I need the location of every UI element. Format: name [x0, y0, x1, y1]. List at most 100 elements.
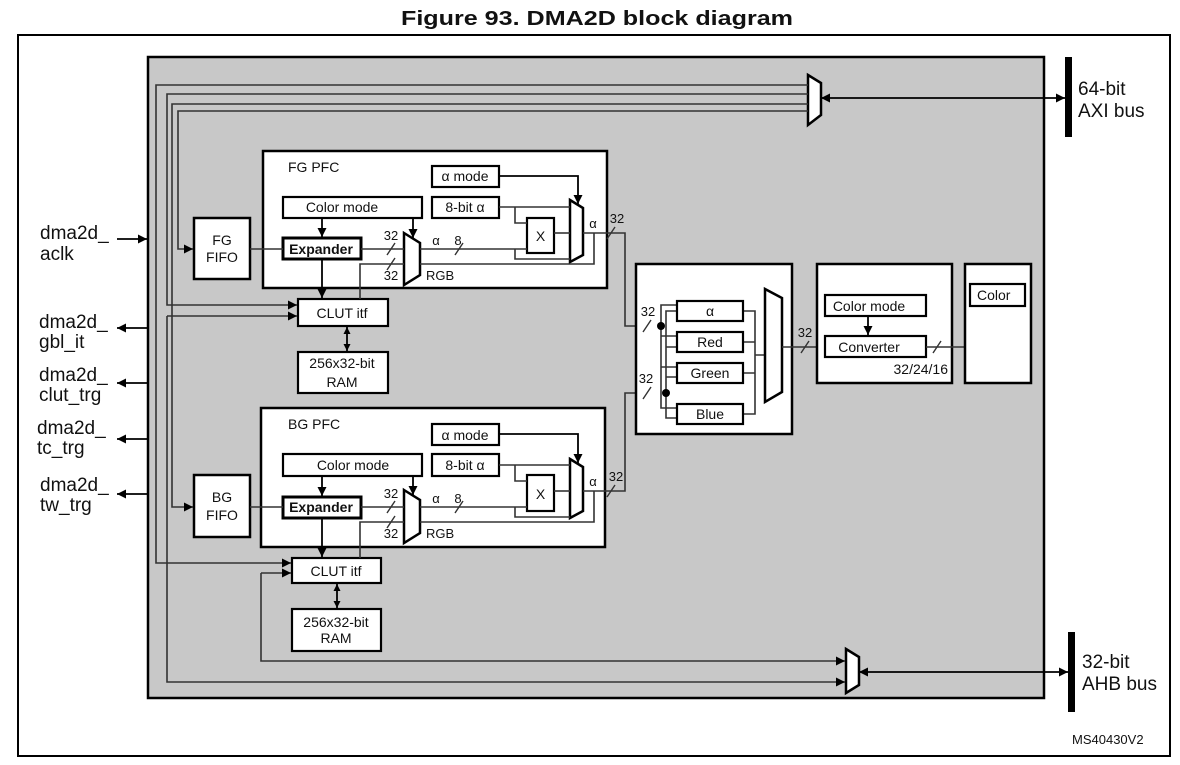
bus-slash-icon [454, 500, 464, 514]
ahb-mux [844, 646, 861, 696]
bg-color-mode-box [281, 452, 424, 478]
bg-out-width-label: 32 [609, 469, 623, 484]
blender-section: α Red Green Blue 32 32 32 [634, 262, 817, 436]
bg-rgb-mux [402, 487, 422, 546]
fg-out-width-label: 32 [610, 211, 624, 226]
signal-name: clut_trg [39, 385, 101, 406]
output-pfc-box [815, 262, 954, 385]
bus-slash-icon [386, 242, 396, 256]
bg-junction-dot [662, 389, 670, 397]
fg-rgb-mux [402, 230, 422, 288]
blender-green-box [675, 361, 745, 385]
blender-blue-box [675, 402, 745, 426]
blender-blue-label: Blue [696, 406, 724, 422]
ahb-bus-width-label: 32-bit [1082, 652, 1130, 673]
wire-bg-rgb-output [420, 491, 595, 523]
wire-axi-to-fg-clut [166, 93, 808, 310]
fg-expander-width-label: 32 [384, 228, 398, 243]
output-pfc-section: Color mode Converter 32/24/16 Color [815, 262, 1033, 385]
wire-fg-alpha-mode-to-alpha-mux [499, 175, 583, 204]
blender-mux [763, 286, 784, 405]
bus-slash-icon [642, 319, 652, 333]
bg-alpha-mode-label: α mode [441, 427, 488, 443]
converter-label: Converter [838, 339, 900, 355]
fg-multiplier-box [525, 216, 556, 255]
bg-fifo-box [192, 473, 252, 539]
signal-prefix: dma2d_ [40, 475, 109, 496]
bg-clut-ram-box [290, 607, 383, 653]
fg-color-mode-label: Color mode [306, 199, 379, 215]
bg-clut-width-label: 32 [384, 526, 398, 541]
bg-pfc-title: BG PFC [288, 416, 340, 432]
wire-fg-clut-to-ahb [166, 316, 845, 687]
output-color-label: Color [977, 287, 1011, 303]
signal-gbl-it: dma2d_ gbl_it [39, 312, 148, 353]
signal-name: aclk [40, 244, 74, 265]
fg-8bit-alpha-label: 8-bit α [445, 199, 484, 215]
signal-clut-trg: dma2d_ clut_trg [39, 365, 148, 406]
signal-prefix: dma2d_ [39, 365, 108, 386]
wire-bg-alpha-mode-to-alpha-mux [499, 433, 583, 463]
bus-slash-icon [454, 242, 464, 256]
blender-red-label: Red [697, 334, 723, 350]
axi-bus-bar [1065, 57, 1072, 137]
blender-red-box [675, 330, 745, 354]
output-color-mode-label: Color mode [833, 298, 906, 314]
bg-alpha-width-label: 8 [454, 491, 461, 506]
bus-slash-icon [606, 226, 616, 240]
bg-color-mode-label: Color mode [317, 457, 390, 473]
ahb-bus-name-label: AHB bus [1082, 674, 1157, 695]
bg-alpha-mux [568, 456, 585, 521]
bus-slash-icon [606, 484, 616, 498]
wire-fg-8bit-alpha-to-multiplier [514, 207, 527, 224]
bg-multiplier-label: X [536, 486, 546, 502]
fg-junction-dot [657, 322, 665, 330]
fg-clut-ram-label-line1: 256x32-bit [309, 355, 374, 371]
ahb-bus-bar [1068, 632, 1075, 712]
bg-clut-ram-label-line2: RAM [320, 630, 351, 646]
bg-clut-itf-box [290, 556, 383, 585]
blender-alpha-box [675, 299, 745, 323]
bg-section: BG FIFO BG PFC α mode 8-bit α Color mode… [192, 392, 765, 653]
signal-name: tc_trg [37, 438, 85, 459]
blender-fg-width-label: 32 [641, 304, 655, 319]
signal-tc-trg: dma2d_ tc_trg [37, 418, 148, 459]
blender-bg-width-label: 32 [639, 371, 653, 386]
wire-blender-fg-taps [661, 335, 677, 368]
wire-blender-bg-bus [665, 310, 677, 419]
wire-bg-alpha-to-alpha-mux [514, 507, 570, 518]
bg-clut-itf-label: CLUT itf [310, 563, 361, 579]
wire-fg-alpha-to-alpha-mux [514, 249, 570, 260]
output-color-mode-box [823, 293, 928, 318]
fg-color-mode-box [281, 195, 424, 220]
fg-section: FG FIFO FG PFC α mode 8-bit α Color mode… [192, 149, 765, 395]
figure-title: Figure 93. DMA2D block diagram [401, 8, 793, 30]
signal-prefix: dma2d_ [39, 312, 108, 333]
fg-alpha-mode-label: α mode [441, 168, 488, 184]
fg-rgb-wire-label: RGB [426, 268, 454, 283]
fg-pfc-title: FG PFC [288, 159, 339, 175]
fg-clut-itf-label: CLUT itf [316, 305, 367, 321]
axi-bus-width-label: 64-bit [1078, 79, 1126, 100]
bg-8bit-alpha-label: 8-bit α [445, 457, 484, 473]
fg-fifo-label-line2: FIFO [206, 249, 238, 265]
fg-clut-ram-label-line2: RAM [326, 374, 357, 390]
wire-bg-clut-to-ahb [260, 573, 845, 666]
wire-fg-clut-to-rgb-mux [359, 263, 404, 299]
blender-green-label: Green [691, 365, 730, 381]
signal-name: gbl_it [39, 332, 85, 353]
wire-bg-clut-to-rgb-mux [359, 521, 404, 558]
wire-bg-8bit-alpha-to-multiplier [514, 465, 527, 482]
fg-out-alpha-label: α [589, 216, 597, 231]
bus-slash-icon [932, 340, 942, 354]
fg-clut-width-label: 32 [384, 268, 398, 283]
axi-bus-name-label: AXI bus [1078, 101, 1145, 122]
figure-reference-code: MS40430V2 [1072, 732, 1144, 747]
bus-slash-icon [642, 386, 652, 400]
fg-alpha-wire-label: α [432, 233, 440, 248]
wire-axi-to-fg-fifo [177, 110, 808, 254]
blender-alpha-label: α [706, 303, 714, 319]
wire-axi-to-bg-clut [155, 84, 808, 568]
signal-aclk: dma2d_ aclk [40, 223, 147, 265]
